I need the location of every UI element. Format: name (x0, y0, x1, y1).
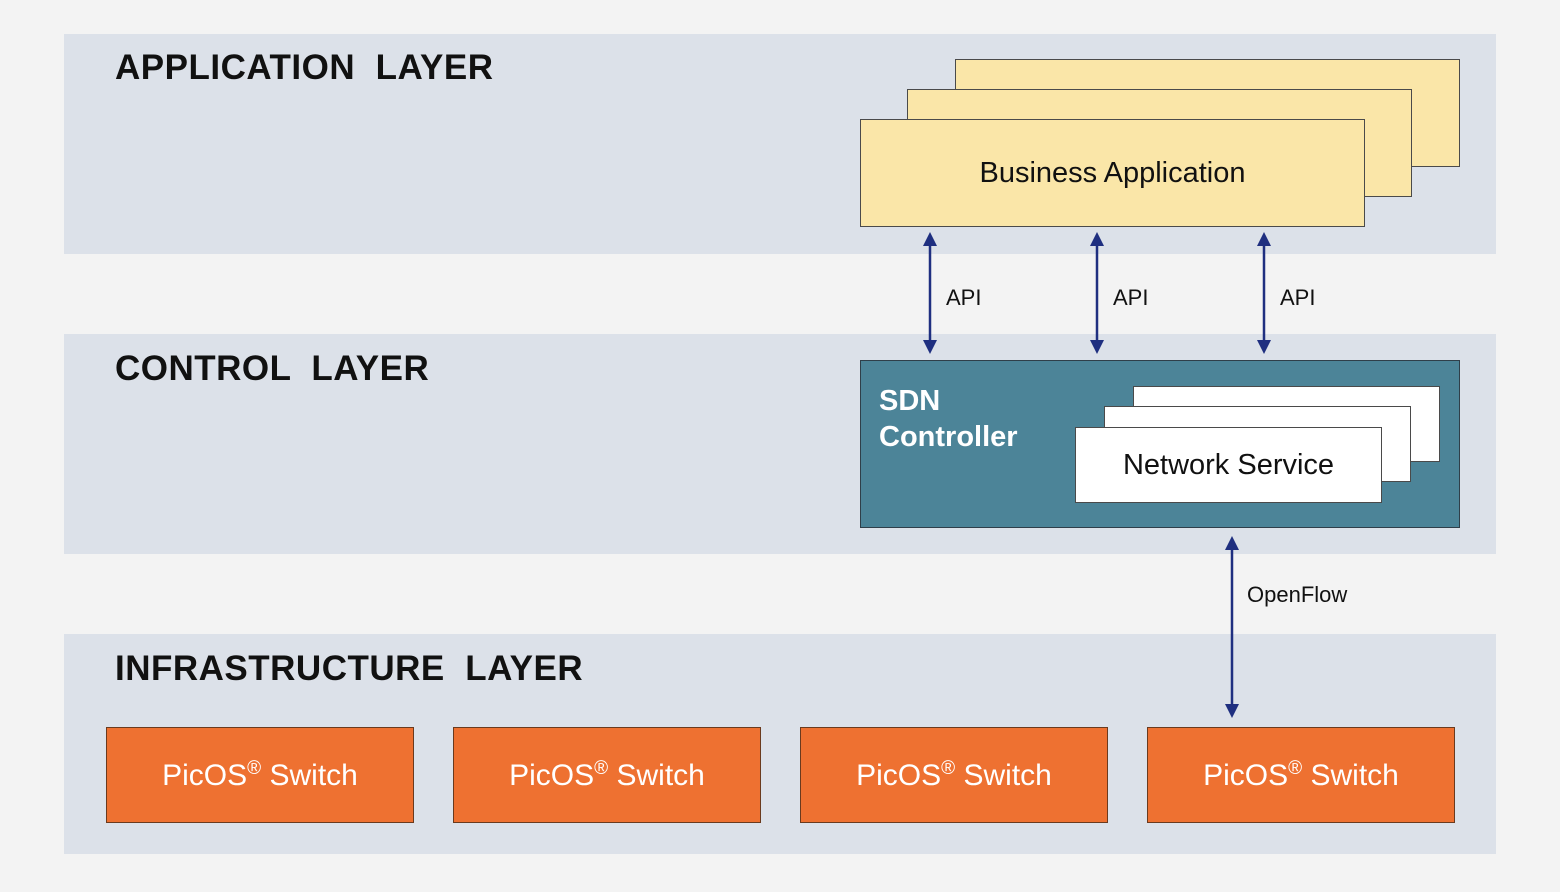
infrastructure-layer-title: INFRASTRUCTURE LAYER (115, 649, 584, 688)
business-application-label: Business Application (979, 156, 1246, 189)
api-label: API (1113, 285, 1149, 310)
api-arrow-1 (923, 232, 937, 354)
network-service-box: Network Service (1075, 427, 1382, 503)
switch-box: PicOS® Switch (1147, 727, 1455, 823)
control-layer-title: CONTROL LAYER (115, 349, 430, 388)
application-layer-title: APPLICATION LAYER (115, 48, 494, 87)
sdn-controller-label-line2: Controller (879, 421, 1018, 453)
api-arrow-2 (1090, 232, 1104, 354)
switch-label: PicOS® Switch (509, 757, 705, 792)
switch-label: PicOS® Switch (162, 757, 358, 792)
openflow-arrow (1225, 536, 1239, 718)
api-label: API (1280, 285, 1316, 310)
switch-box: PicOS® Switch (453, 727, 761, 823)
sdn-controller-label-line1: SDN (879, 385, 941, 417)
network-service-label: Network Service (1122, 448, 1335, 481)
sdn-controller-label: SDN Controller (879, 383, 1079, 455)
switch-label: PicOS® Switch (856, 757, 1052, 792)
switch-label: PicOS® Switch (1203, 757, 1399, 792)
api-arrow-3 (1257, 232, 1271, 354)
switch-box: PicOS® Switch (106, 727, 414, 823)
api-label: API (946, 285, 982, 310)
business-application-box: Business Application (860, 119, 1365, 227)
switch-box: PicOS® Switch (800, 727, 1108, 823)
openflow-label: OpenFlow (1247, 582, 1348, 607)
